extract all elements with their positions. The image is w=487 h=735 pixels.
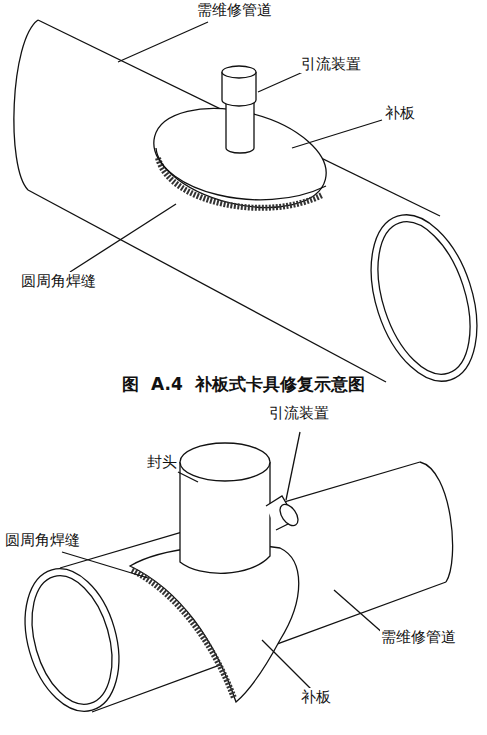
leader-line <box>334 590 384 634</box>
part-label: 引流装置 <box>300 55 362 73</box>
weld-bead <box>132 570 234 698</box>
pipe-end-inner <box>18 566 126 713</box>
drain-device <box>226 100 254 153</box>
cap-top <box>180 443 270 481</box>
leader-line <box>118 22 208 62</box>
leader-line <box>292 120 382 148</box>
patch-plate <box>143 92 336 224</box>
drain-device <box>276 501 301 529</box>
top-pipe <box>14 20 487 395</box>
leader-line <box>286 432 300 500</box>
figure-caption: 图 A.4 补板式卡具修复示意图 <box>0 373 487 396</box>
part-label: 引流装置 <box>268 404 330 422</box>
weld-edge <box>156 148 326 200</box>
pipe-end <box>10 558 135 723</box>
pipe-end <box>14 20 38 190</box>
pipe-end <box>352 201 487 394</box>
drain-device <box>222 66 256 78</box>
part-label: 补板 <box>384 104 416 122</box>
part-label: 需维修管道 <box>196 1 273 19</box>
leader-line <box>262 640 312 690</box>
leader-line <box>62 552 148 578</box>
part-label: 封头 <box>146 453 178 471</box>
bottom-pipe <box>10 432 453 722</box>
part-label: 补板 <box>300 688 332 706</box>
leader-line <box>70 204 176 272</box>
part-label: 圆周角焊缝 <box>20 272 97 290</box>
leader-line <box>178 472 198 482</box>
pipe-end <box>420 462 453 582</box>
leader-line <box>258 72 303 92</box>
pipe-end-inner <box>361 210 487 386</box>
weld-bead <box>158 158 322 208</box>
part-label: 需维修管道 <box>380 628 457 646</box>
part-label: 圆周角焊缝 <box>4 531 81 549</box>
